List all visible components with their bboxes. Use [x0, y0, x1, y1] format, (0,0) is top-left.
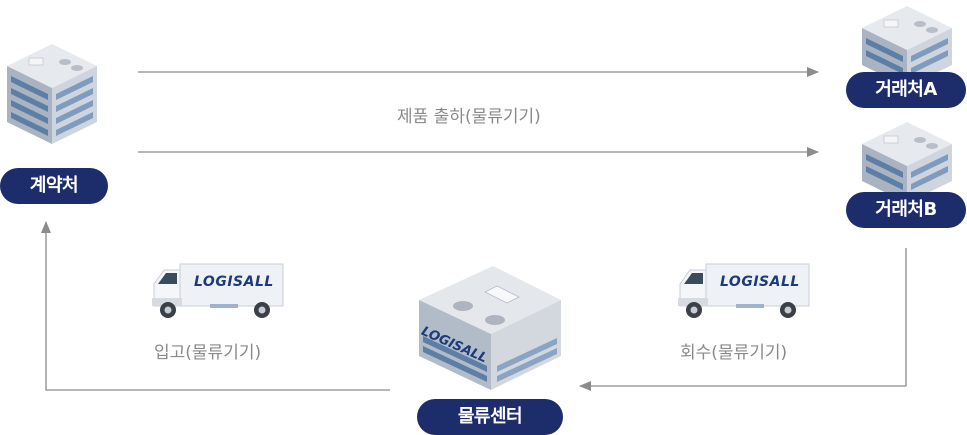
inbound-label: 입고(물류기기): [154, 343, 262, 363]
logistics-center-building-icon: LOGISALL: [415, 262, 565, 392]
partner-b-label: 거래처B: [846, 192, 966, 228]
building-icon-partner-b: [860, 118, 955, 203]
logistics-center-label: 물류센터: [417, 399, 563, 435]
return-label: 회수(물류기기): [680, 343, 788, 363]
arrow-return: [579, 248, 907, 391]
truck-brand-left: LOGISALL: [194, 274, 274, 290]
truck-brand-right: LOGISALL: [720, 274, 800, 290]
building-icon-contractor: [5, 38, 100, 148]
contractor-label: 계약처: [0, 168, 108, 204]
truck-icon-inbound: LOGISALL: [150, 262, 285, 320]
partner-a-label: 거래처A: [846, 72, 966, 108]
truck-icon-return: LOGISALL: [676, 262, 811, 320]
shipment-label: 제품 출하(물류기기): [397, 107, 541, 127]
arrow-inbound: [41, 221, 390, 391]
